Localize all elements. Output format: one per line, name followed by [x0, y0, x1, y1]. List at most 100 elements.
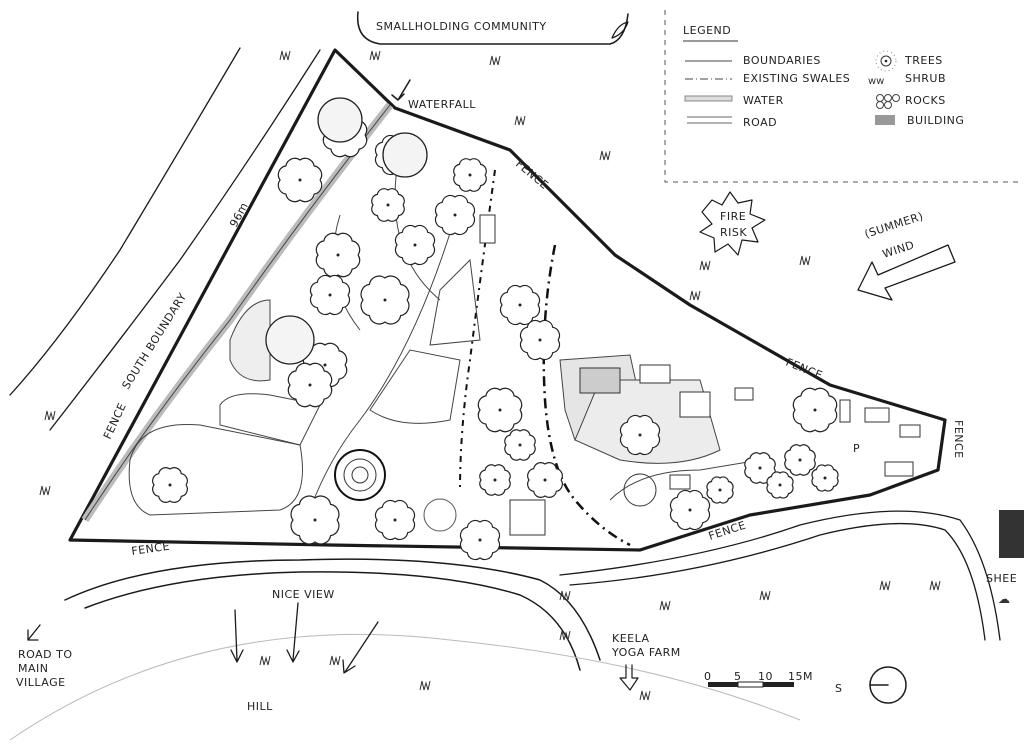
tree-trunk — [413, 243, 417, 247]
shrub-icon: ᴡᴡ — [868, 76, 884, 87]
tree-trunk — [718, 488, 722, 492]
legend-label: WATER — [743, 94, 784, 107]
road-label: VILLAGE — [16, 676, 66, 689]
leaf-icon — [611, 21, 629, 39]
grass-icon — [329, 655, 341, 666]
compass-icon — [869, 666, 907, 704]
tree-trunk — [493, 478, 497, 482]
farm-label: YOGA FARM — [611, 646, 681, 659]
tree-trunk — [518, 443, 522, 447]
tree-trunk — [393, 518, 397, 522]
shed-building — [999, 510, 1024, 558]
road-label: MAIN — [18, 662, 49, 675]
nice-view-label: NICE VIEW — [272, 588, 335, 601]
scale-tick: 5 — [734, 670, 742, 683]
legend-label: ROAD — [743, 116, 777, 129]
tree-trunk — [518, 303, 522, 307]
building-icon — [875, 115, 895, 125]
tree-trunk — [478, 538, 482, 542]
legend-label: ROCKS — [905, 94, 946, 107]
tree-trunk — [823, 476, 827, 480]
farm-arrow-icon — [619, 664, 639, 691]
farm-label: KEELA — [612, 632, 650, 645]
legend-label: SHRUB — [905, 72, 946, 85]
grass-tufts — [39, 50, 941, 701]
shed-label: SHEE — [986, 572, 1017, 585]
scale-tick: 15M — [788, 670, 813, 683]
grass-icon — [369, 50, 381, 61]
fire-risk-text: FIRE — [720, 210, 746, 223]
tree-icon — [875, 50, 897, 72]
property-boundary — [68, 48, 947, 552]
wind-indicator: (SUMMER) WIND — [857, 210, 956, 301]
grass-icon — [639, 690, 651, 701]
sheep-icon: ☁ — [998, 592, 1010, 606]
fire-risk-text: RISK — [720, 226, 747, 239]
tree-trunk — [386, 203, 390, 207]
grass-icon — [279, 50, 291, 61]
swale — [542, 244, 631, 547]
grass-icon — [419, 680, 431, 691]
tree-trunk — [323, 363, 327, 367]
grass-icon — [689, 290, 701, 301]
road-arrow-icon — [27, 624, 41, 641]
tree-trunk — [468, 173, 472, 177]
grass-icon — [489, 55, 501, 66]
tree-trunk — [758, 466, 762, 470]
map-title: SMALLHOLDING COMMUNITY — [356, 11, 629, 45]
grass-icon — [879, 580, 891, 591]
legend-label: BOUNDARIES — [743, 54, 821, 67]
scale-tick: 10 — [758, 670, 773, 683]
legend-label: EXISTING SWALES — [743, 72, 850, 85]
waterfall-label: WATERFALL — [408, 98, 476, 111]
tree-trunk — [798, 458, 802, 462]
tree-trunk — [328, 293, 332, 297]
tree-trunk — [336, 253, 340, 257]
fence-label: FENCE — [952, 420, 965, 459]
title-text: SMALLHOLDING COMMUNITY — [376, 20, 547, 33]
grass-icon — [559, 590, 571, 601]
rocks-icon — [876, 94, 900, 109]
wind-arrow-icon — [857, 244, 956, 301]
legend-label: TREES — [904, 54, 943, 67]
legend: LEGEND BOUNDARIES EXISTING SWALES WATER … — [664, 10, 1020, 183]
fire-risk-badge: FIRE RISK — [699, 191, 766, 256]
fence-label: FENCE — [131, 540, 171, 558]
grass-icon — [599, 150, 611, 161]
scale-bar: 0 5 10 15M — [704, 670, 813, 688]
view-arrows — [230, 602, 379, 674]
legend-heading: LEGEND — [683, 24, 731, 37]
wind-label: WIND — [881, 238, 916, 261]
grass-icon — [929, 580, 941, 591]
mandala-garden — [334, 449, 386, 501]
grass-icon — [514, 115, 526, 126]
round-garden — [623, 473, 657, 507]
tree-trunk — [308, 383, 312, 387]
tree-trunk — [538, 338, 542, 342]
fence-label: FENCE — [101, 401, 129, 442]
parking-label: P — [853, 442, 860, 455]
grass-icon — [699, 260, 711, 271]
scale-tick: 0 — [704, 670, 712, 683]
tree-trunk — [543, 478, 547, 482]
tree-trunk — [298, 178, 302, 182]
legend-label: BUILDING — [907, 114, 964, 127]
compass-label: S — [835, 682, 842, 695]
tree-trunk — [498, 408, 502, 412]
wind-label: (SUMMER) — [863, 210, 925, 241]
spiral-tree-icon — [317, 97, 363, 143]
tree-trunk — [778, 483, 782, 487]
grass-icon — [799, 255, 811, 266]
hill-label: HILL — [247, 700, 273, 713]
tree-trunk — [453, 213, 457, 217]
spiral-tree-icon — [382, 132, 428, 178]
buildings — [479, 214, 921, 536]
grass-icon — [559, 630, 571, 641]
grass-icon — [759, 590, 771, 601]
tree-trunk — [313, 518, 317, 522]
road-label: ROAD TO — [18, 648, 72, 661]
tree-trunk — [688, 508, 692, 512]
grass-icon — [44, 410, 56, 421]
trees — [152, 97, 839, 561]
